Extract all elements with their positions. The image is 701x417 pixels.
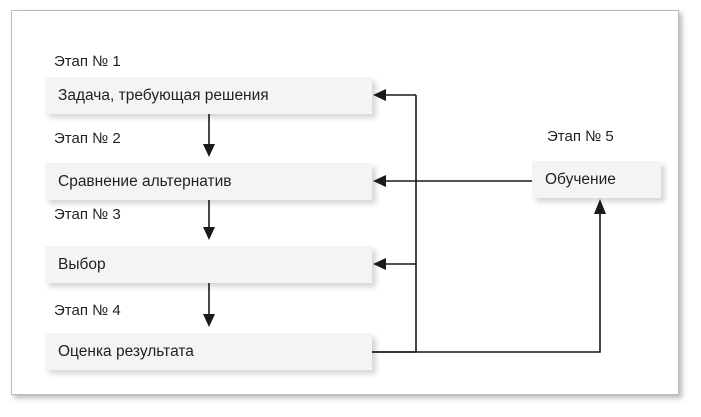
diagram-frame: Этап № 1 Этап № 2 Этап № 3 Этап № 4 Этап… <box>11 10 679 395</box>
arrow-task-to-alternatives-icon <box>203 114 215 157</box>
feedback-trunk-line <box>372 95 417 353</box>
process-box-choice[interactable]: Выбор <box>45 246 372 283</box>
process-box-evaluation-label: Оценка результата <box>58 342 194 360</box>
arrow-choice-to-evaluation-icon <box>203 283 215 327</box>
stage-label-5: Этап № 5 <box>547 128 614 145</box>
process-box-learning[interactable]: Обучение <box>532 161 661 198</box>
feedback-to-task-arrow-icon <box>373 89 416 101</box>
arrow-alternatives-to-choice-icon <box>203 200 215 240</box>
process-box-alternatives-label: Сравнение альтернатив <box>58 172 232 190</box>
stage-label-3: Этап № 3 <box>54 206 121 223</box>
stage-label-4: Этап № 4 <box>54 302 121 319</box>
stage-label-1: Этап № 1 <box>54 53 121 70</box>
feedback-to-alternatives-arrow-icon <box>373 175 532 187</box>
process-box-choice-label: Выбор <box>58 255 106 273</box>
diagram-canvas: Этап № 1 Этап № 2 Этап № 3 Этап № 4 Этап… <box>12 11 678 394</box>
feedback-to-learning-arrow-icon <box>372 199 606 353</box>
feedback-to-choice-arrow-icon <box>373 258 416 270</box>
stage-label-2: Этап № 2 <box>54 130 121 147</box>
process-box-alternatives[interactable]: Сравнение альтернатив <box>45 163 372 200</box>
process-box-task[interactable]: Задача, требующая решения <box>45 77 372 114</box>
process-box-learning-label: Обучение <box>545 170 616 188</box>
process-box-evaluation[interactable]: Оценка результата <box>45 333 372 370</box>
process-box-task-label: Задача, требующая решения <box>58 86 269 104</box>
